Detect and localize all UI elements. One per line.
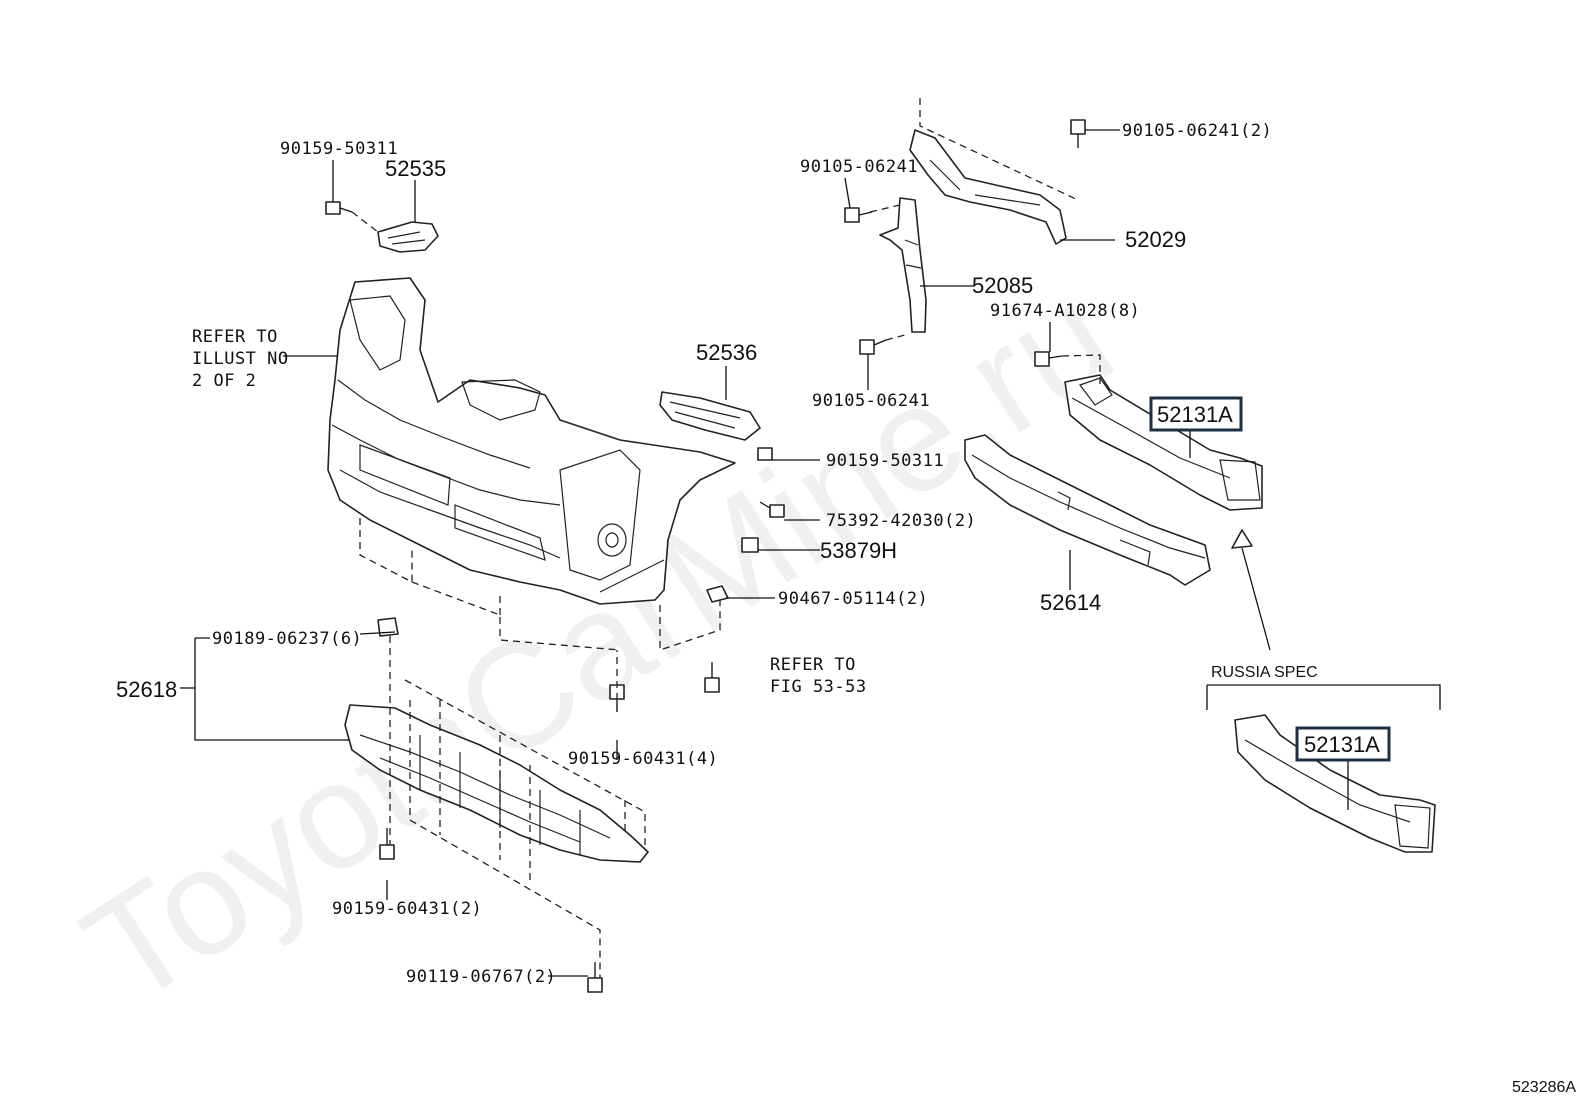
note-refer-fig-line2: FIG 53-53 — [770, 677, 867, 697]
bracket-52536 — [659, 391, 761, 441]
label-90189-06237: 90189-06237(6) — [212, 629, 362, 649]
figure-code: 523286A — [1512, 1079, 1576, 1096]
leader-lines — [180, 129, 1441, 977]
label-52029: 52029 — [1125, 227, 1186, 252]
label-52131a-russia: 52131A — [1304, 732, 1380, 757]
label-90105-06241-top: 90105-06241(2) — [1122, 121, 1272, 141]
label-52535: 52535 — [385, 156, 446, 181]
label-90159-50311-mid: 90159-50311 — [826, 451, 944, 471]
label-75392-42030: 75392-42030(2) — [826, 511, 976, 531]
energy-absorber-52614 — [964, 434, 1211, 586]
bumper-reinforcement-52131a — [1064, 374, 1263, 511]
bracket-52085 — [879, 197, 927, 333]
label-52618: 52618 — [116, 677, 177, 702]
part-labels: 90159-50311 52535 REFER TO ILLUST NO 2 O… — [116, 121, 1576, 1096]
label-52085: 52085 — [972, 273, 1033, 298]
label-52131a-russia-box — [1295, 726, 1391, 762]
label-90119-06767: 90119-06767(2) — [406, 967, 556, 987]
label-90105-06241-bottom: 90105-06241 — [812, 391, 930, 411]
label-52536: 52536 — [696, 340, 757, 365]
label-90159-60431-4: 90159-60431(4) — [568, 749, 718, 769]
note-refer-fig-line1: REFER TO — [770, 655, 856, 675]
label-53879h: 53879H — [820, 538, 897, 563]
note-refer-illust-line1: REFER TO — [192, 327, 278, 347]
front-bumper-cover — [327, 277, 736, 605]
label-52131a: 52131A — [1157, 402, 1233, 427]
label-90159-60431-2: 90159-60431(2) — [332, 899, 482, 919]
note-refer-illust-line2: ILLUST NO — [192, 349, 289, 369]
bracket-52029 — [909, 129, 1067, 245]
label-90159-50311-top: 90159-50311 — [280, 139, 398, 159]
note-russia-spec: RUSSIA SPEC — [1211, 664, 1318, 681]
assembly-guide-lines — [351, 98, 1101, 978]
label-90467-05114: 90467-05114(2) — [778, 589, 928, 609]
label-91674-a1028: 91674-A1028(8) — [990, 301, 1140, 321]
label-52614: 52614 — [1040, 590, 1101, 615]
bracket-52535 — [377, 221, 439, 253]
label-52131a-box — [1149, 396, 1243, 432]
engine-under-cover — [344, 704, 649, 863]
note-refer-illust-line3: 2 OF 2 — [192, 371, 256, 391]
russia-spec-reinforcement — [1234, 714, 1436, 853]
label-90105-06241-left: 90105-06241 — [800, 157, 918, 177]
